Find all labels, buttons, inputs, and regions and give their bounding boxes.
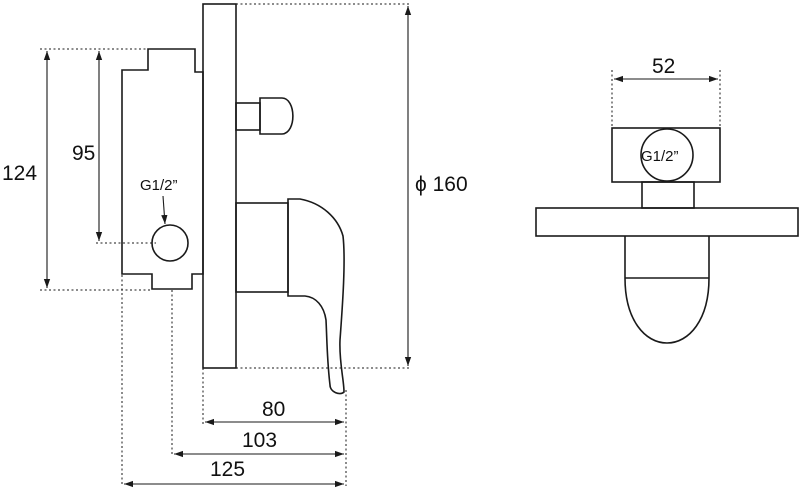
diverter-knob	[235, 97, 294, 135]
front-thread-circle	[640, 128, 694, 182]
front-view: 52 G1/2”	[535, 55, 799, 344]
front-cover-plate	[535, 207, 799, 237]
extension-lines	[40, 3, 410, 486]
cover-plate	[202, 3, 237, 369]
inlet-thread-circle	[151, 224, 189, 262]
thread-label-front: G1/2”	[641, 148, 679, 165]
dim-label-80: 80	[262, 398, 285, 421]
thread-leader-arrow	[161, 195, 168, 225]
dim-label-95: 95	[72, 142, 95, 165]
front-neck	[641, 181, 695, 209]
dim-label-124: 124	[2, 162, 37, 185]
dim-label-52: 52	[652, 55, 675, 78]
dim-label-125: 125	[210, 458, 245, 481]
lever-handle	[235, 198, 345, 395]
front-handle	[624, 236, 710, 344]
mixer-body	[121, 48, 204, 290]
dim-label-103: 103	[242, 429, 277, 452]
dim-label-160: ϕ 160	[415, 173, 468, 196]
side-view: G1/2” 124 95 ϕ 160 80 103 125	[2, 3, 468, 488]
thread-label-side: G1/2”	[140, 177, 178, 194]
